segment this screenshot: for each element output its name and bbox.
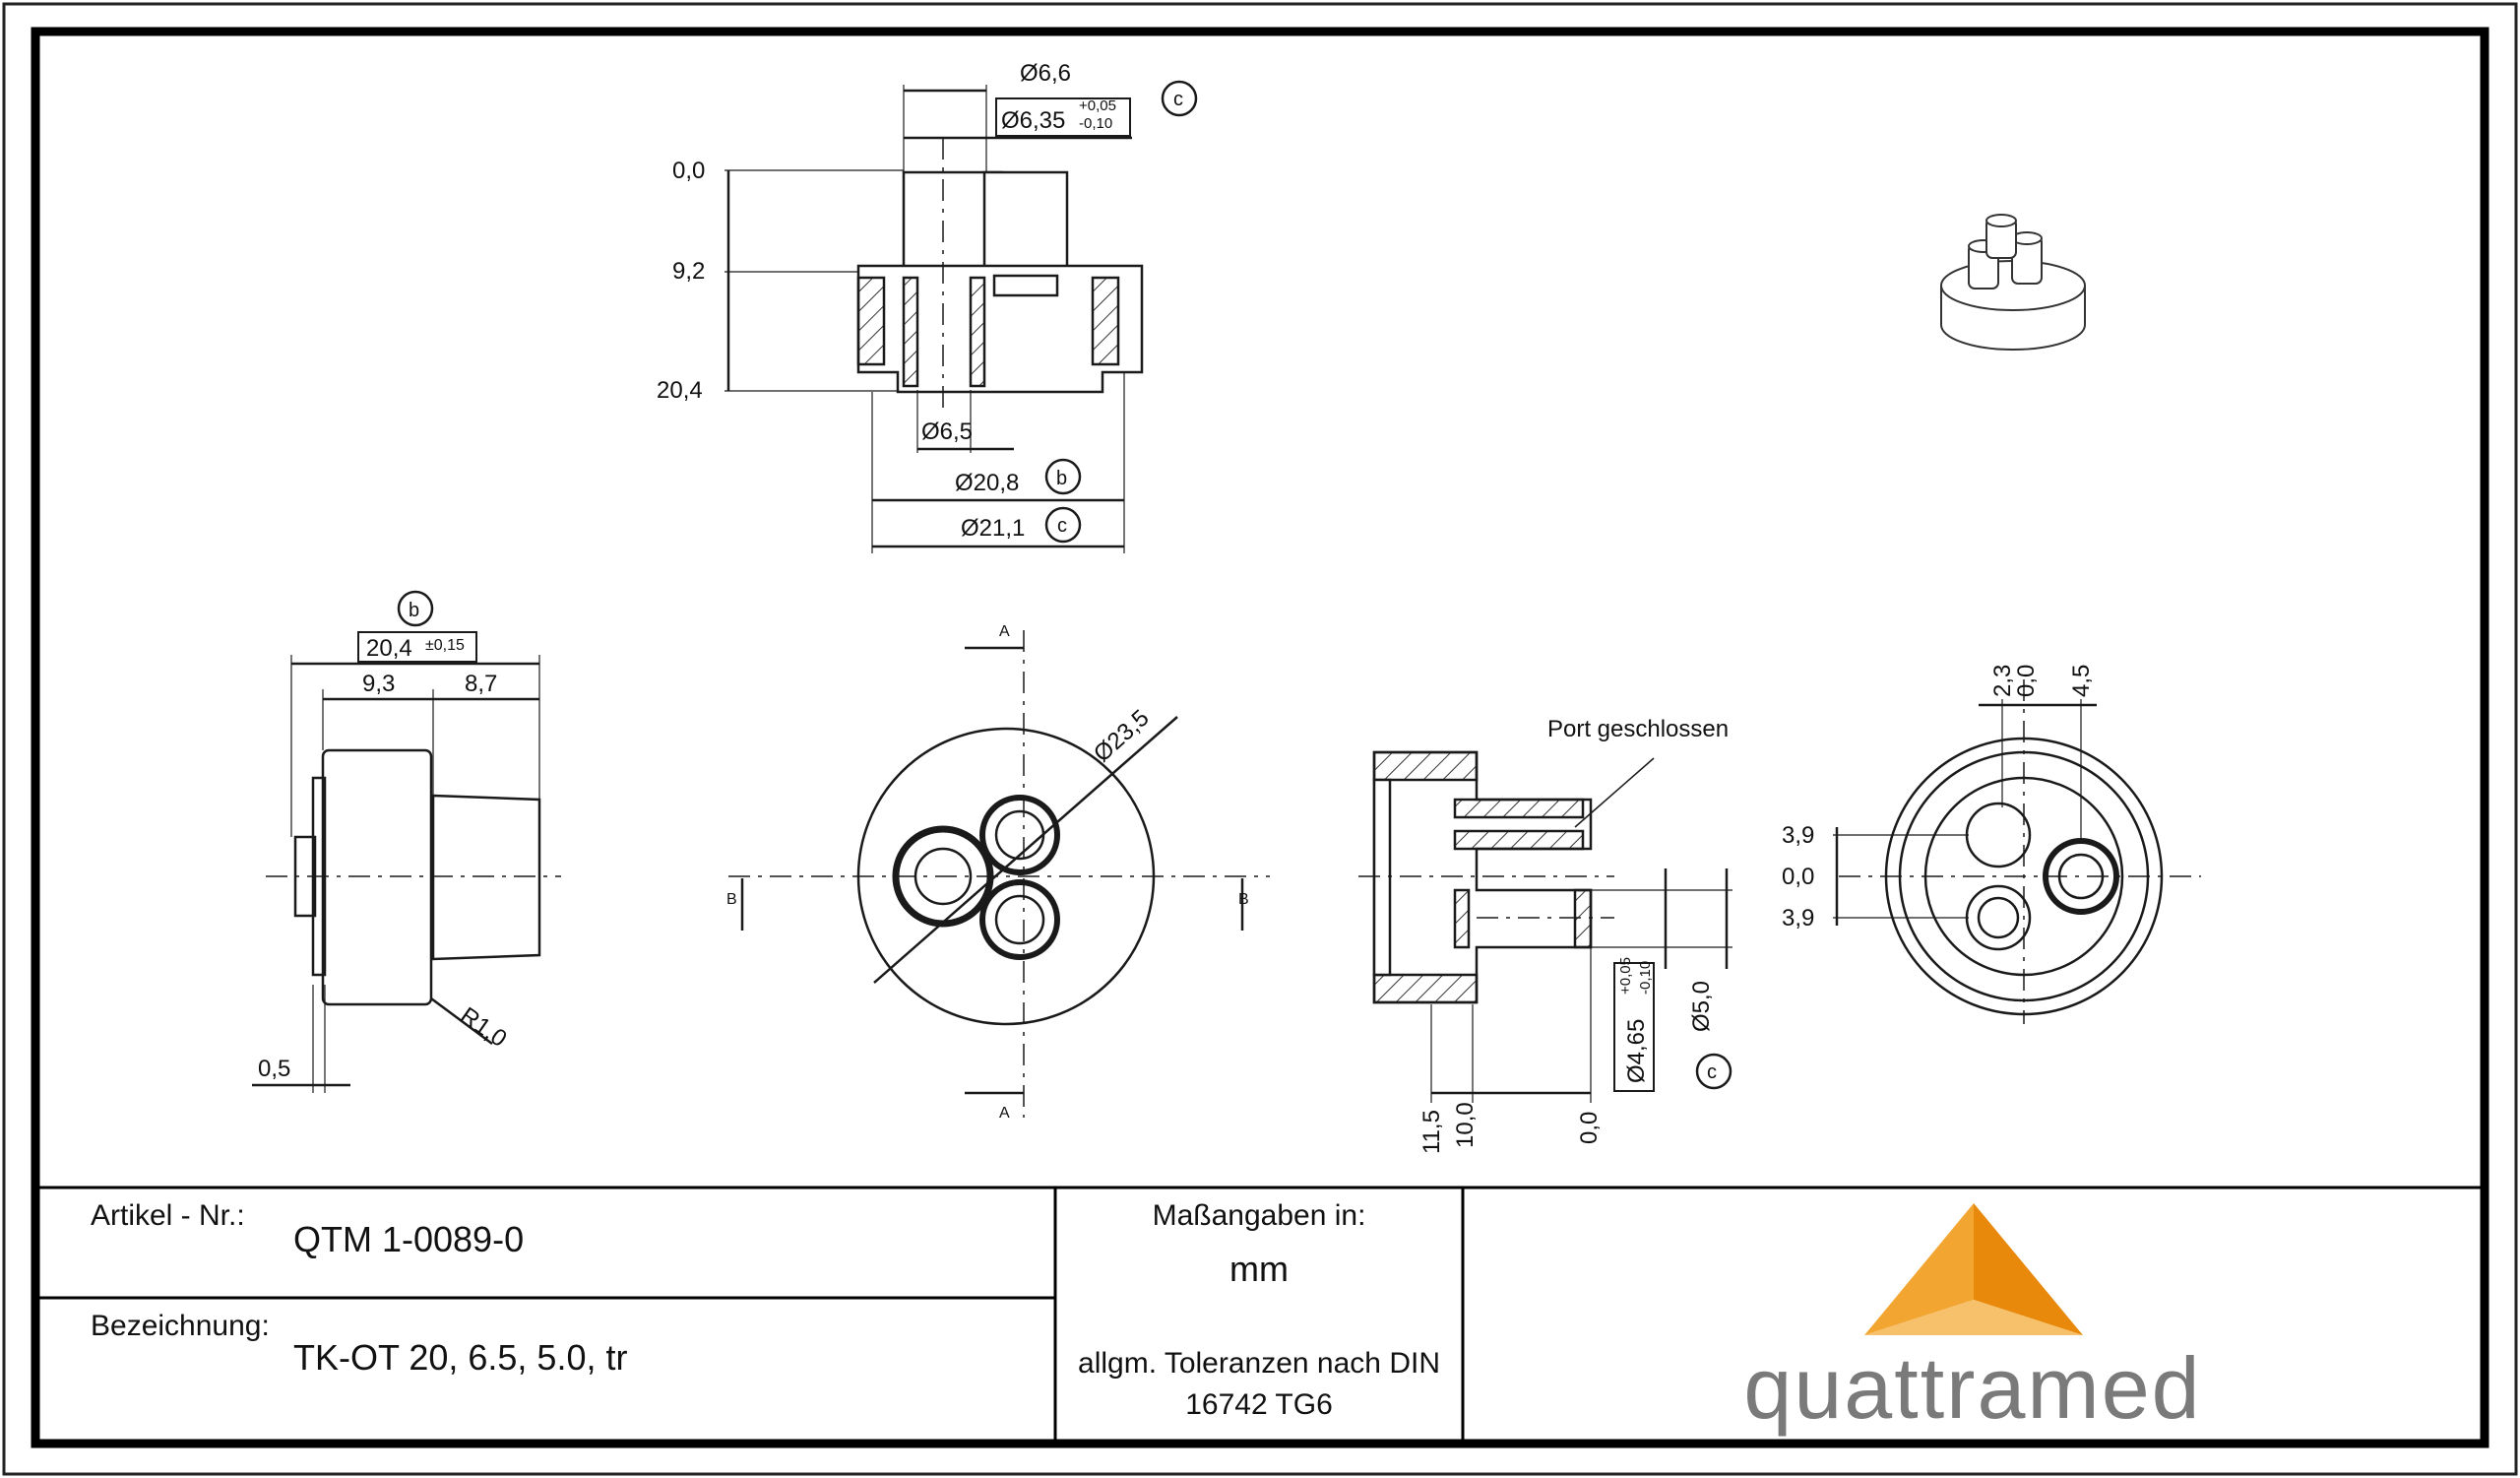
tol-204: ±0,15 xyxy=(425,637,465,654)
inner-border xyxy=(31,27,2489,1448)
dim-d235: Ø23,5 xyxy=(1089,705,1155,768)
circle-mark-b1: b xyxy=(1056,468,1067,489)
designation-label: Bezeichnung: xyxy=(91,1310,270,1342)
dim-r10: R1,0 xyxy=(456,1002,512,1053)
dim-45: 4,5 xyxy=(2068,665,2095,697)
dim-93: 9,3 xyxy=(362,671,395,697)
x-00: 0,0 xyxy=(1576,1112,1603,1144)
tol-465-minus: -0,10 xyxy=(1637,961,1654,995)
section-view-labels: Port geschlossen Ø4,65 +0,05 -0,10 Ø5,0 … xyxy=(1418,716,1729,1154)
dim-d465: Ø4,65 xyxy=(1623,1019,1650,1083)
section-a-top: A xyxy=(999,623,1010,640)
dim-00a: 0,0 xyxy=(2013,665,2040,697)
x-115: 11,5 xyxy=(1418,1110,1445,1154)
side-view xyxy=(252,590,561,1093)
dim-d66: Ø6,6 xyxy=(1020,60,1071,87)
tolerance-line-1: allgm. Toleranzen nach DIN xyxy=(1078,1347,1440,1380)
dim-05: 0,5 xyxy=(258,1056,290,1082)
units-value: mm xyxy=(1229,1249,1289,1289)
z-92: 9,2 xyxy=(672,258,705,285)
z-00: 0,0 xyxy=(672,158,705,184)
quattramed-logo-mark xyxy=(1864,1203,2083,1335)
section-b-left: B xyxy=(726,891,737,908)
isometric-view xyxy=(1940,214,2086,351)
article-number-value: QTM 1-0089-0 xyxy=(293,1219,525,1259)
tol-635-minus: -0,10 xyxy=(1079,115,1112,132)
bottom-view xyxy=(1833,679,2201,1024)
x-100: 10,0 xyxy=(1452,1102,1479,1148)
circle-mark-c: c xyxy=(1707,1061,1717,1083)
tol-635-plus: +0,05 xyxy=(1079,97,1116,114)
tolerance-line-2: 16742 TG6 xyxy=(1185,1388,1333,1421)
designation-value: TK-OT 20, 6.5, 5.0, tr xyxy=(293,1337,628,1378)
tol-465-plus: +0,05 xyxy=(1617,957,1634,995)
y-00: 0,0 xyxy=(1782,864,1814,890)
z-204: 20,4 xyxy=(657,377,703,404)
y-39a: 3,9 xyxy=(1782,822,1814,849)
top-view-labels: Ø6,6 Ø6,35 +0,05 -0,10 c 0,0 9,2 20,4 Ø6… xyxy=(657,60,1183,542)
top-view xyxy=(724,80,1198,553)
section-view xyxy=(1358,750,1732,1103)
y-39b: 3,9 xyxy=(1782,905,1814,932)
title-block-grid xyxy=(35,1186,2485,1444)
section-b-right: B xyxy=(1238,891,1249,908)
dim-d65: Ø6,5 xyxy=(921,418,973,445)
units-label: Maßangaben in: xyxy=(1152,1199,1366,1232)
quattramed-logo-text: quattramed xyxy=(1743,1339,2201,1437)
article-number-label: Artikel - Nr.: xyxy=(91,1199,245,1232)
dim-d211: Ø21,1 xyxy=(961,515,1025,542)
circle-mark-c2: c xyxy=(1057,515,1067,537)
section-a-bottom: A xyxy=(999,1105,1010,1122)
dim-23: 2,3 xyxy=(1989,665,2016,697)
dim-d208: Ø20,8 xyxy=(955,470,1019,496)
circle-mark-c1: c xyxy=(1173,89,1183,110)
bottom-view-labels: 2,3 0,0 4,5 3,9 0,0 3,9 xyxy=(1782,665,2095,932)
dim-204: 20,4 xyxy=(366,635,412,662)
dim-87: 8,7 xyxy=(465,671,497,697)
label-port-closed: Port geschlossen xyxy=(1547,716,1729,742)
front-view xyxy=(728,630,1270,1118)
dim-d635: Ø6,35 xyxy=(1001,107,1065,134)
dim-d50: Ø5,0 xyxy=(1688,981,1715,1032)
circle-mark-b: b xyxy=(409,600,419,621)
